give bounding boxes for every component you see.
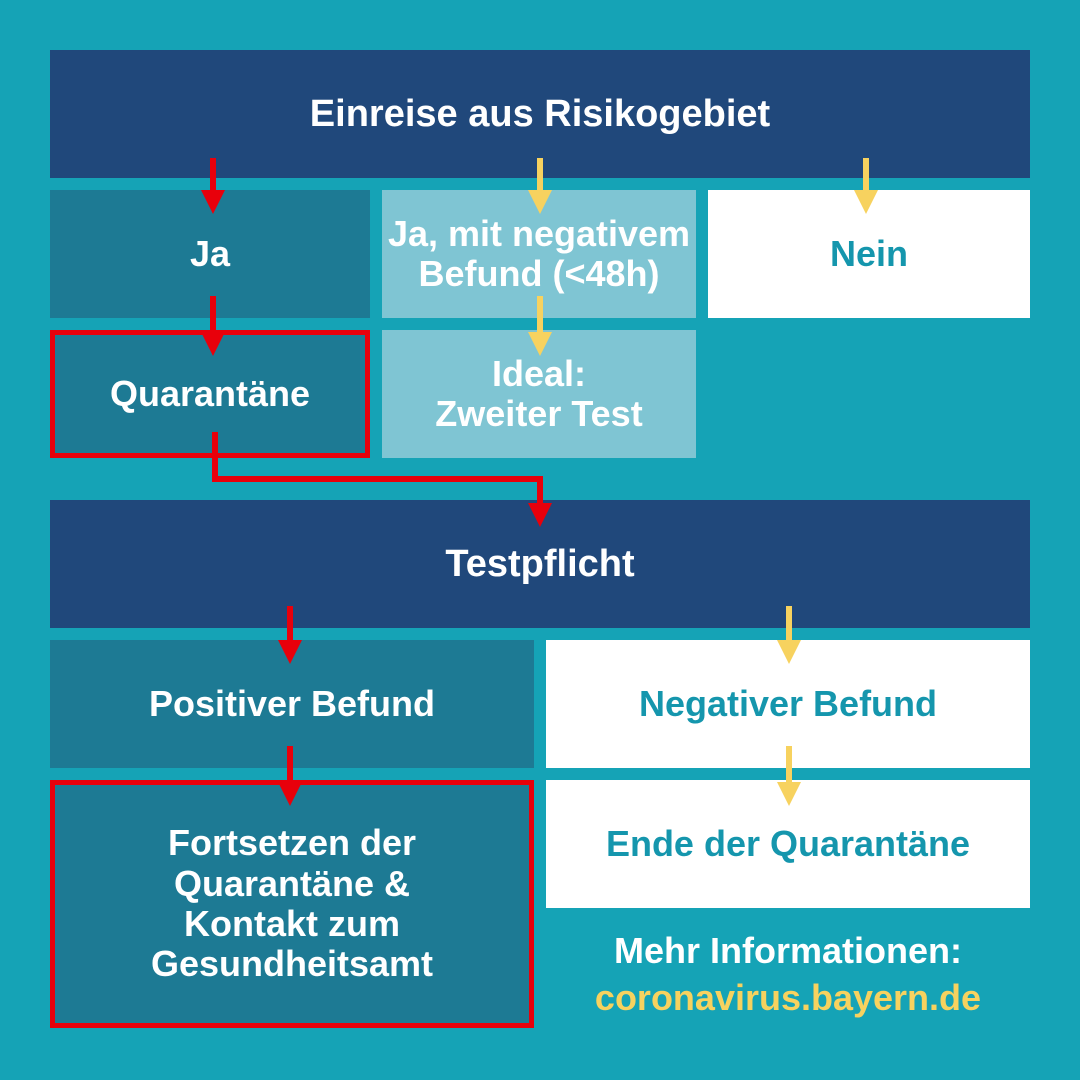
header-risk-area-entry: Einreise aus Risikogebiet: [50, 50, 1030, 178]
quarantine-label: Quarantäne: [109, 372, 311, 414]
more-information-url[interactable]: coronavirus.bayern.de: [594, 976, 982, 1018]
header-test-obligation: Testpflicht: [50, 500, 1030, 628]
header-risk-area-entry-label: Einreise aus Risikogebiet: [309, 92, 771, 135]
option-yes-label: Ja: [189, 232, 231, 274]
quarantine-box: Quarantäne: [50, 330, 370, 458]
positive-result-box: Positiver Befund: [50, 640, 534, 768]
option-no-label: Nein: [829, 232, 908, 274]
more-information-heading: Mehr Informationen:: [614, 930, 962, 971]
ideal-line1: Ideal:: [491, 352, 587, 394]
ideal-second-test-box: Ideal: Zweiter Test: [382, 330, 696, 458]
positive-result-label: Positiver Befund: [148, 682, 436, 724]
option-yes-negative-line2: Befund (<48h): [418, 253, 660, 294]
continue-quarantine-box: Fortsetzen der Quarantäne & Kontakt zum …: [50, 780, 534, 1028]
negative-result-label: Negativer Befund: [638, 682, 938, 724]
negative-result-box: Negativer Befund: [546, 640, 1030, 768]
continue-line: Quarantäne &: [173, 862, 411, 904]
end-quarantine-box: Ende der Quarantäne: [546, 780, 1030, 908]
header-test-obligation-label: Testpflicht: [445, 542, 635, 585]
continue-line: Gesundheitsamt: [150, 943, 434, 985]
option-yes-negative-line1: Ja, mit negativem: [387, 212, 691, 254]
option-no: Nein: [708, 190, 1030, 318]
continue-line: Fortsetzen der: [167, 822, 417, 864]
end-quarantine-label: Ende der Quarantäne: [605, 822, 971, 864]
option-yes: Ja: [50, 190, 370, 318]
continue-line: Kontakt zum: [184, 903, 400, 944]
more-information: Mehr Informationen: coronavirus.bayern.d…: [546, 928, 1030, 1022]
option-yes-negative-result: Ja, mit negativem Befund (<48h): [382, 190, 696, 318]
ideal-line2: Zweiter Test: [435, 393, 643, 434]
